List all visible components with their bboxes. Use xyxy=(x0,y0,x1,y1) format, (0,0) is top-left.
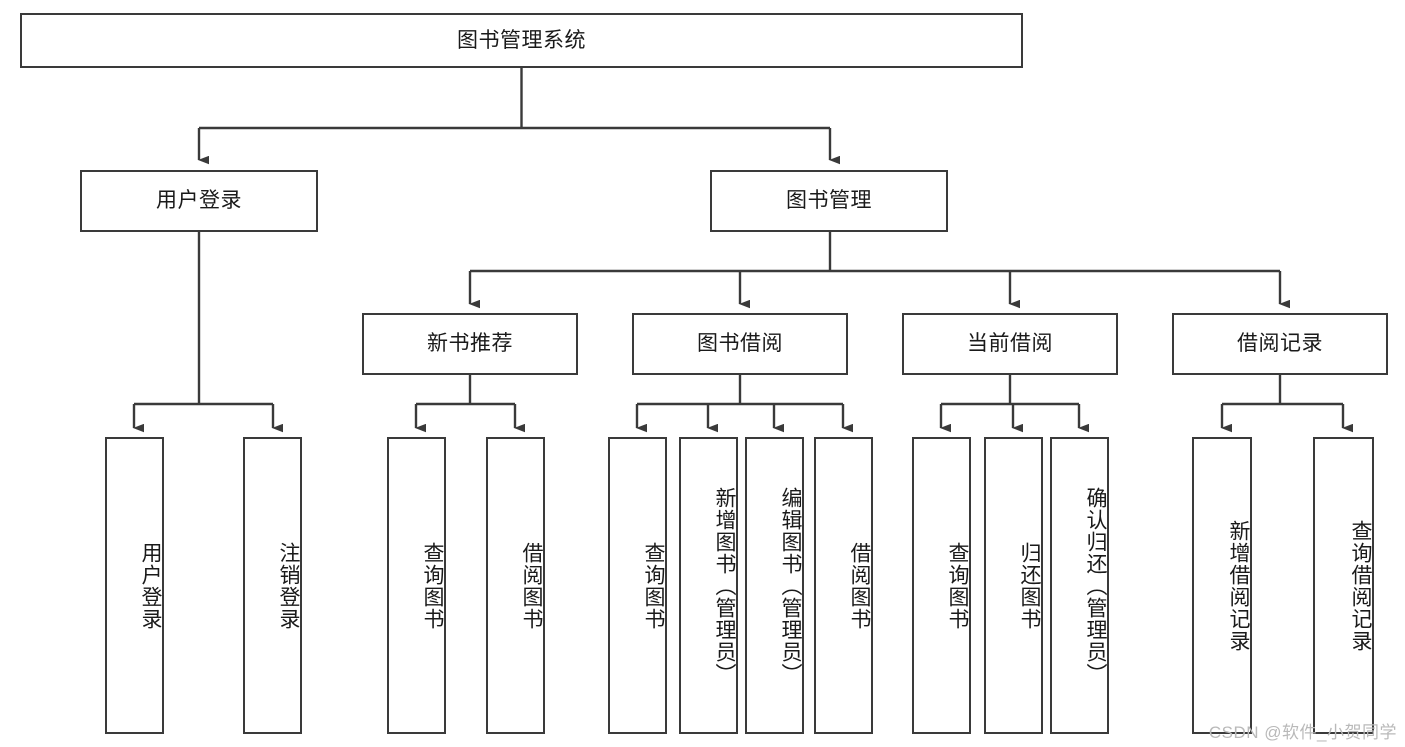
leaf-query-book-1[interactable]: 查询图书 xyxy=(387,437,446,734)
leaf-edit-book[interactable]: 编辑图书（管理员） xyxy=(745,437,804,734)
node-label: 图书借阅 xyxy=(697,332,783,356)
node-label: 图书管理系统 xyxy=(457,28,586,52)
node-label: 查询借阅记录 xyxy=(1349,519,1372,652)
node-label: 注销登录 xyxy=(277,541,300,630)
leaf-confirm-return[interactable]: 确认归还（管理员） xyxy=(1050,437,1109,734)
node-root[interactable]: 图书管理系统 xyxy=(20,13,1023,68)
leaf-borrow-book-1[interactable]: 借阅图书 xyxy=(486,437,545,734)
node-user-login[interactable]: 用户登录 xyxy=(80,170,318,232)
leaf-return-book[interactable]: 归还图书 xyxy=(984,437,1043,734)
node-label: 查询图书 xyxy=(946,541,969,630)
node-label: 借阅图书 xyxy=(848,541,871,630)
node-label: 确认归还（管理员） xyxy=(1084,486,1107,685)
node-label: 查询图书 xyxy=(642,541,665,630)
node-label: 当前借阅 xyxy=(967,332,1053,356)
csdn-watermark: CSDN @软件_小贺同学 xyxy=(1208,723,1397,742)
node-label: 借阅图书 xyxy=(520,541,543,630)
node-label: 归还图书 xyxy=(1018,541,1041,630)
leaf-user-login[interactable]: 用户登录 xyxy=(105,437,164,734)
node-current-borrow[interactable]: 当前借阅 xyxy=(902,313,1118,375)
node-label: 查询图书 xyxy=(421,541,444,630)
leaf-query-book-3[interactable]: 查询图书 xyxy=(912,437,971,734)
leaf-add-book[interactable]: 新增图书（管理员） xyxy=(679,437,738,734)
node-label: 新书推荐 xyxy=(427,332,513,356)
node-label: 新增图书（管理员） xyxy=(713,486,736,685)
node-new-book-rec[interactable]: 新书推荐 xyxy=(362,313,578,375)
leaf-user-logout[interactable]: 注销登录 xyxy=(243,437,302,734)
node-label: 用户登录 xyxy=(139,541,162,630)
node-borrow-record[interactable]: 借阅记录 xyxy=(1172,313,1388,375)
leaf-add-record[interactable]: 新增借阅记录 xyxy=(1192,437,1252,734)
node-label: 图书管理 xyxy=(786,189,872,213)
node-label: 借阅记录 xyxy=(1237,332,1323,356)
node-label: 新增借阅记录 xyxy=(1227,519,1250,652)
leaf-borrow-book-2[interactable]: 借阅图书 xyxy=(814,437,873,734)
leaf-query-record[interactable]: 查询借阅记录 xyxy=(1313,437,1374,734)
node-book-borrow[interactable]: 图书借阅 xyxy=(632,313,848,375)
node-label: 编辑图书（管理员） xyxy=(779,486,802,685)
node-book-manage[interactable]: 图书管理 xyxy=(710,170,948,232)
leaf-query-book-2[interactable]: 查询图书 xyxy=(608,437,667,734)
node-label: 用户登录 xyxy=(156,189,242,213)
